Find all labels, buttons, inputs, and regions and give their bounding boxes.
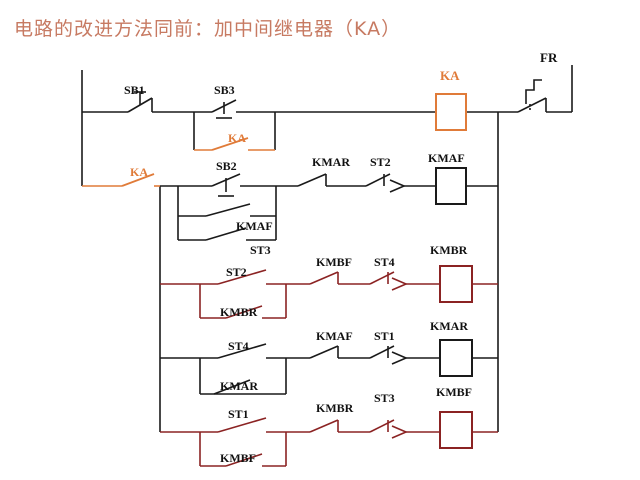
label-ka-contact: KA	[130, 165, 148, 179]
label-kmar-1: KMAR	[312, 155, 350, 169]
kmaf-interlock-contact	[309, 345, 339, 359]
label-st4-2: ST4	[228, 339, 249, 353]
ka-seal-contact	[211, 137, 249, 151]
kmbr-coil	[439, 265, 473, 303]
label-sb2: SB2	[216, 159, 237, 173]
kmar-coil	[439, 339, 473, 377]
kmbr-interlock-contact	[309, 419, 339, 433]
label-kmaf-1: KMAF	[316, 329, 353, 343]
label-kmaf-coil: KMAF	[428, 151, 465, 165]
label-st3-1: ST3	[250, 243, 271, 257]
kmar-seal-contact	[213, 379, 251, 395]
label-kmbr-coil: KMBR	[430, 243, 468, 257]
label-ka-coil: KA	[440, 68, 460, 83]
label-sb3: SB3	[214, 83, 235, 97]
label-fr: FR	[540, 50, 558, 65]
wires-highlight	[82, 149, 275, 187]
st4-limit-contact-2	[217, 343, 267, 359]
sb2-button-contact	[211, 173, 241, 197]
label-st2-2: ST2	[226, 265, 247, 279]
page-title: 电路的改进方法同前：加中间继电器（KA）	[14, 18, 402, 40]
kmbf-coil	[439, 411, 473, 449]
sb1-button-contact	[127, 91, 153, 113]
label-ka-seal: KA	[228, 131, 246, 145]
label-kmbf-seal: KMBF	[220, 451, 256, 465]
kmbf-seal-contact	[225, 453, 263, 467]
label-kmaf-seal: KMAF	[236, 219, 273, 233]
label-kmar-seal: KMAR	[220, 379, 258, 393]
kmbr-seal-contact	[225, 305, 263, 319]
label-st2-1: ST2	[370, 155, 391, 169]
fr-overload-contact	[517, 79, 547, 113]
st2-limit-contact-2	[217, 269, 267, 285]
label-st4-1: ST4	[374, 255, 395, 269]
sb3-button-contact	[211, 99, 237, 119]
ka-contact	[121, 173, 155, 187]
st1-limit-contact-2	[217, 417, 267, 433]
kmar-interlock-contact	[297, 173, 327, 187]
wires-black	[81, 65, 573, 432]
kmaf-coil	[435, 167, 467, 205]
kmbf-interlock-contact	[309, 271, 339, 285]
label-kmbr-1: KMBR	[316, 401, 354, 415]
st1-limit-contact-1	[369, 345, 409, 365]
wires-branch	[160, 283, 498, 467]
label-kmbf-1: KMBF	[316, 255, 352, 269]
kmaf-seal-contact	[205, 203, 251, 217]
label-st1-1: ST1	[374, 329, 395, 343]
label-st1-2: ST1	[228, 407, 249, 421]
label-kmbr-seal: KMBR	[220, 305, 258, 319]
st4-limit-contact-1	[369, 271, 409, 291]
label-st3-2: ST3	[374, 391, 395, 405]
label-sb1: SB1	[124, 83, 145, 97]
ka-coil	[435, 93, 467, 131]
label-kmar-coil: KMAR	[430, 319, 468, 333]
st2-limit-contact-1	[365, 173, 407, 193]
st3-limit-contact-1	[205, 227, 247, 241]
st3-limit-contact-2	[369, 419, 409, 439]
label-kmbf-coil: KMBF	[436, 385, 472, 399]
